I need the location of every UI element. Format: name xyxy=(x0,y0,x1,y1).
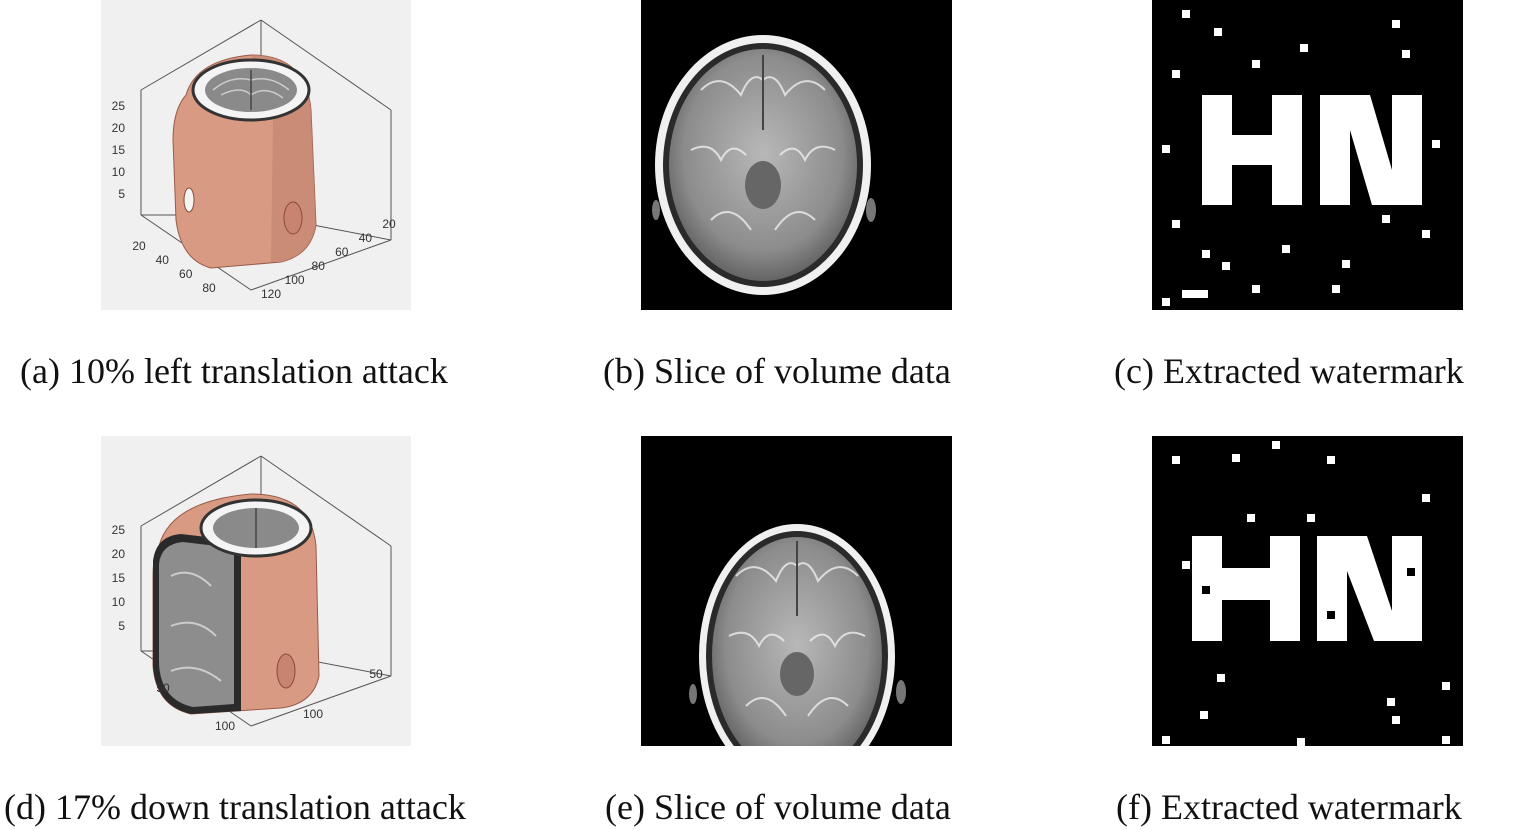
caption-e: (e) Slice of volume data xyxy=(605,787,951,827)
axis-tick-label: 40 xyxy=(156,253,170,267)
render-3d-d: 25 20 15 10 5 50 100 50 100 xyxy=(112,455,392,733)
panel-a-3d-render: 25 20 15 10 5 20 40 60 80 20 40 60 80 100 120 xyxy=(101,0,411,310)
axis-tick-label: 60 xyxy=(179,267,193,281)
axis-tick-label: 60 xyxy=(335,245,349,259)
axis-tick-label: 25 xyxy=(112,523,126,537)
axis-tick-label: 50 xyxy=(156,681,170,695)
axis-tick-label: 20 xyxy=(112,121,126,135)
mri-slice-b xyxy=(652,35,876,295)
axis-tick-label: 100 xyxy=(215,719,235,733)
caption-f: (f) Extracted watermark xyxy=(1116,787,1462,827)
axis-tick-label: 5 xyxy=(118,187,125,201)
panel-c-watermark xyxy=(1152,0,1463,310)
axis-tick-label: 25 xyxy=(112,99,126,113)
render-3d-a: 25 20 15 10 5 20 40 60 80 20 40 60 80 100 120 xyxy=(112,19,396,301)
panel-d-3d-render: 25 20 15 10 5 50 100 50 100 xyxy=(101,436,411,746)
axis-tick-label: 100 xyxy=(303,707,323,721)
axis-tick-label: 15 xyxy=(112,143,126,157)
watermark-f xyxy=(1152,436,1463,746)
axis-tick-label: 50 xyxy=(369,667,383,681)
axis-tick-label: 40 xyxy=(359,231,373,245)
axis-tick-label: 10 xyxy=(112,165,126,179)
mri-slice-e xyxy=(689,524,906,746)
axis-tick-label: 80 xyxy=(312,259,326,273)
axis-tick-label: 5 xyxy=(118,619,125,633)
axis-tick-label: 15 xyxy=(112,571,126,585)
caption-a: (a) 10% left translation attack xyxy=(20,351,448,391)
axis-tick-label: 10 xyxy=(112,595,126,609)
axis-tick-label: 80 xyxy=(202,281,216,295)
caption-b: (b) Slice of volume data xyxy=(603,351,951,391)
axis-tick-label: 120 xyxy=(261,287,281,301)
axis-tick-label: 20 xyxy=(132,239,146,253)
axis-tick-label: 100 xyxy=(285,273,305,287)
watermark-c xyxy=(1152,0,1463,310)
panel-e-mri-slice xyxy=(641,436,952,746)
axis-tick-label: 20 xyxy=(382,217,396,231)
caption-d: (d) 17% down translation attack xyxy=(4,787,466,827)
caption-c: (c) Extracted watermark xyxy=(1114,351,1464,391)
panel-f-watermark xyxy=(1152,436,1463,746)
panel-b-mri-slice xyxy=(641,0,952,310)
axis-tick-label: 20 xyxy=(112,547,126,561)
